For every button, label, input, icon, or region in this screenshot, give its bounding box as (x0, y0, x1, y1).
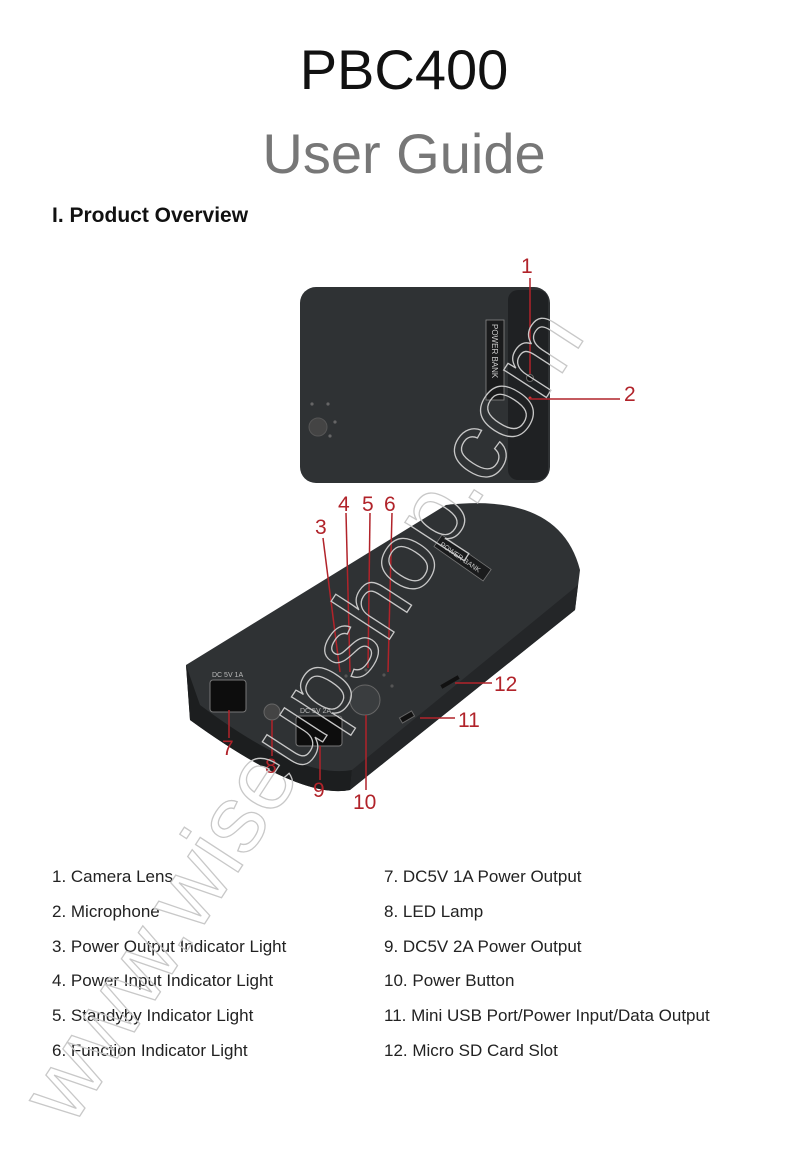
section-heading: I. Product Overview (52, 204, 249, 227)
list-item: 8. LED Lamp (384, 901, 484, 921)
device-top-label: POWER BANK (490, 324, 499, 379)
list-item: 10. Power Button (384, 971, 515, 991)
callout-lines (228, 278, 620, 790)
callout-1: 1 (521, 255, 533, 278)
usb-port-1a-icon (209, 679, 247, 713)
list-item: 5. Standyby Indicator Light (52, 1006, 254, 1026)
usb-port-1a-label: DC 5V 1A (212, 672, 243, 679)
power-button-icon (308, 417, 328, 437)
callout-4: 4 (338, 493, 350, 516)
callout-12: 12 (494, 673, 518, 696)
callout-2: 2 (624, 383, 636, 406)
sd-slot-icon (440, 675, 460, 689)
usb-port-2a-label: DC 5V 2A (300, 708, 331, 715)
usb-port-2a-icon (295, 715, 343, 747)
device-top-edge (508, 290, 548, 480)
device-bottom-side-face (350, 585, 578, 790)
list-item: 7. DC5V 1A Power Output (384, 867, 582, 886)
callout-9: 9 (313, 779, 325, 802)
led-lamp-icon (263, 703, 281, 721)
camera-lens-icon (526, 374, 534, 382)
list-item: 1. Camera Lens (52, 867, 173, 886)
list-item: 4. Power Input Indicator Light (52, 971, 274, 991)
callout-6: 6 (384, 493, 396, 516)
callout-11: 11 (458, 709, 480, 732)
device-top: POWER BANK (300, 287, 550, 483)
device-bottom: DC 5V 1A DC 5V 2A POWER BANK (186, 503, 580, 792)
callout-7: 7 (222, 737, 234, 760)
callout-3: 3 (315, 516, 327, 539)
list-item: 2. Microphone (52, 901, 160, 921)
list-item: 6. Function Indicator Light (52, 1040, 248, 1060)
list-item: 12. Micro SD Card Slot (384, 1040, 558, 1060)
callout-8: 8 (265, 755, 277, 778)
list-item: 11. Mini USB Port/Power Input/Data Outpu… (384, 1006, 710, 1026)
guide-subtitle: User Guide (262, 122, 546, 185)
power-button-bottom-icon (349, 684, 381, 716)
device-bottom-front-face (186, 665, 352, 792)
list-item: 3. Power Output Indicator Light (52, 936, 287, 956)
product-title: PBC400 (299, 38, 509, 101)
callout-10: 10 (353, 791, 377, 814)
parts-list-right: 7. DC5V 1A Power Output 8. LED Lamp 9. D… (384, 860, 710, 1069)
callout-5: 5 (362, 493, 374, 516)
device-top-label-box (485, 319, 505, 401)
list-item: 9. DC5V 2A Power Output (384, 936, 582, 956)
mini-usb-icon (398, 710, 416, 724)
parts-list-left: 1. Camera Lens 2. Microphone 3. Power Ou… (52, 860, 286, 1069)
